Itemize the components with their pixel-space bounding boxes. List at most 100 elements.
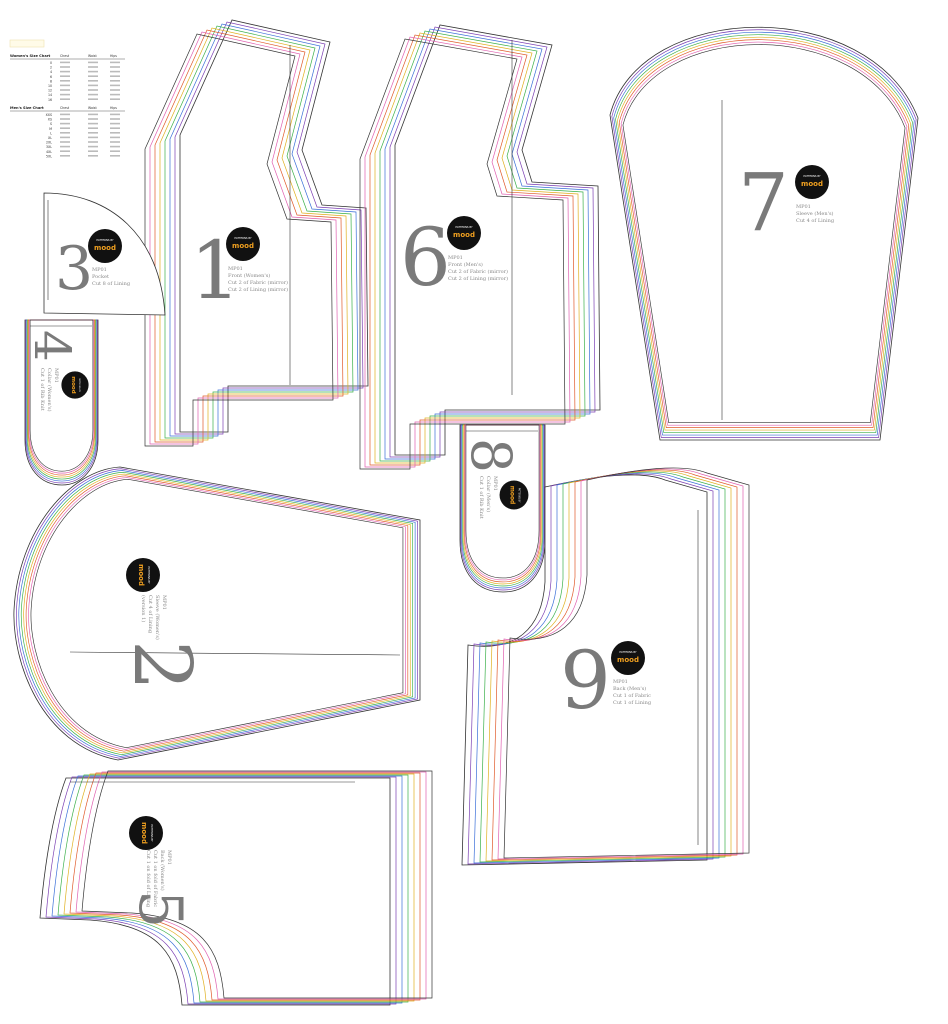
size-chart: Women's Size Chart Chest Waist Hips 0246… bbox=[9, 39, 125, 158]
measurement-cell bbox=[88, 75, 98, 77]
svg-text:mood: mood bbox=[137, 564, 145, 586]
svg-text:Cut 4 of Lining: Cut 4 of Lining bbox=[796, 218, 835, 224]
grade-line bbox=[460, 424, 545, 591]
piece-outline bbox=[459, 424, 546, 593]
svg-text:PATTERNS BY: PATTERNS BY bbox=[150, 824, 154, 842]
piece-2-sleeve-womens bbox=[13, 466, 421, 761]
svg-text:MP01: MP01 bbox=[228, 266, 243, 272]
svg-text:Cut 2 of Fabric (mirror): Cut 2 of Fabric (mirror) bbox=[228, 279, 288, 286]
svg-text:Back (Men's): Back (Men's) bbox=[613, 685, 646, 692]
measurement-cell bbox=[88, 80, 98, 82]
size-label: 12 bbox=[48, 89, 52, 93]
grade-line bbox=[51, 775, 403, 1004]
grade-line bbox=[174, 21, 364, 435]
measurement-cell bbox=[60, 93, 70, 96]
measurement-cell bbox=[60, 155, 70, 157]
grade-line bbox=[149, 31, 339, 445]
size-label: 2 bbox=[50, 66, 52, 70]
grain-lines bbox=[30, 40, 723, 845]
mens-size-chart-title: Men's Size Chart bbox=[10, 106, 44, 110]
grade-line bbox=[57, 774, 409, 1003]
grade-line bbox=[169, 23, 359, 437]
measurement-cell bbox=[88, 141, 98, 143]
col-waist: Waist bbox=[88, 54, 97, 58]
measurement-cell bbox=[88, 132, 98, 134]
grade-line bbox=[389, 26, 596, 458]
svg-text:PATTERNS BY: PATTERNS BY bbox=[517, 488, 520, 503]
grade-line bbox=[461, 424, 544, 589]
piece-number: 6 bbox=[400, 211, 451, 304]
grade-line bbox=[463, 424, 542, 585]
col-hips: Hips bbox=[110, 106, 117, 110]
svg-text:Cut 1 of Rib Knit: Cut 1 of Rib Knit bbox=[39, 368, 45, 411]
measurement-cell bbox=[88, 61, 98, 64]
grade-line bbox=[159, 27, 349, 441]
svg-text:Cut 4 of Lining: Cut 4 of Lining bbox=[147, 595, 153, 634]
svg-text:(version 1): (version 1) bbox=[140, 595, 147, 622]
grade-line bbox=[27, 319, 96, 478]
piece-number: 8 bbox=[459, 438, 523, 473]
svg-text:PATTERNS BY: PATTERNS BY bbox=[96, 238, 114, 242]
measurement-cell bbox=[110, 155, 120, 157]
measurement-cell bbox=[110, 66, 120, 68]
piece-8-collar-mens bbox=[459, 424, 546, 593]
svg-text:PATTERNS BY: PATTERNS BY bbox=[78, 378, 81, 392]
measurement-cell bbox=[88, 127, 98, 129]
size-label: XL bbox=[48, 136, 52, 140]
size-label: XS bbox=[48, 118, 52, 122]
size-label: 8 bbox=[50, 79, 52, 83]
grade-line bbox=[28, 319, 95, 476]
grade-line bbox=[465, 424, 540, 579]
grade-line bbox=[379, 30, 586, 462]
measurement-cell bbox=[110, 93, 120, 96]
col-hips: Hips bbox=[110, 54, 117, 58]
measurement-cell bbox=[88, 118, 98, 120]
measurement-cell bbox=[110, 80, 120, 82]
grade-line bbox=[63, 773, 415, 1002]
piece-outline bbox=[609, 26, 919, 441]
grade-line bbox=[28, 477, 406, 750]
size-label: 2XL bbox=[46, 141, 52, 145]
svg-text:PATTERNS BY: PATTERNS BY bbox=[234, 236, 252, 240]
measurement-cell bbox=[60, 118, 70, 120]
piece-7-sleeve-mens bbox=[609, 26, 919, 441]
measurement-cell bbox=[110, 75, 120, 77]
piece-outline bbox=[39, 777, 391, 1006]
grade-line bbox=[503, 467, 750, 859]
col-chest: Chest bbox=[60, 106, 70, 110]
svg-text:MP01: MP01 bbox=[796, 204, 811, 210]
svg-text:mood: mood bbox=[801, 180, 823, 188]
grade-line bbox=[69, 772, 421, 1001]
svg-text:Front (Men's): Front (Men's) bbox=[448, 261, 483, 268]
measurement-cell bbox=[60, 136, 70, 139]
grade-line bbox=[20, 471, 414, 756]
measurement-cell bbox=[110, 61, 120, 64]
measurement-cell bbox=[60, 89, 70, 91]
svg-text:mood: mood bbox=[453, 231, 475, 239]
measurement-cell bbox=[60, 132, 70, 134]
measurement-cell bbox=[88, 66, 98, 68]
svg-text:Cut 2 of Fabric (mirror): Cut 2 of Fabric (mirror) bbox=[448, 268, 508, 275]
measurement-cell bbox=[88, 122, 98, 125]
chart-tab bbox=[9, 39, 45, 48]
grade-line bbox=[26, 319, 97, 482]
grade-line bbox=[23, 473, 411, 754]
measurement-cell bbox=[60, 84, 70, 87]
grade-line bbox=[26, 319, 97, 480]
piece-6-front-mens bbox=[359, 24, 601, 470]
col-waist: Waist bbox=[88, 106, 97, 110]
measurement-cell bbox=[88, 93, 98, 96]
measurement-cell bbox=[110, 150, 120, 152]
